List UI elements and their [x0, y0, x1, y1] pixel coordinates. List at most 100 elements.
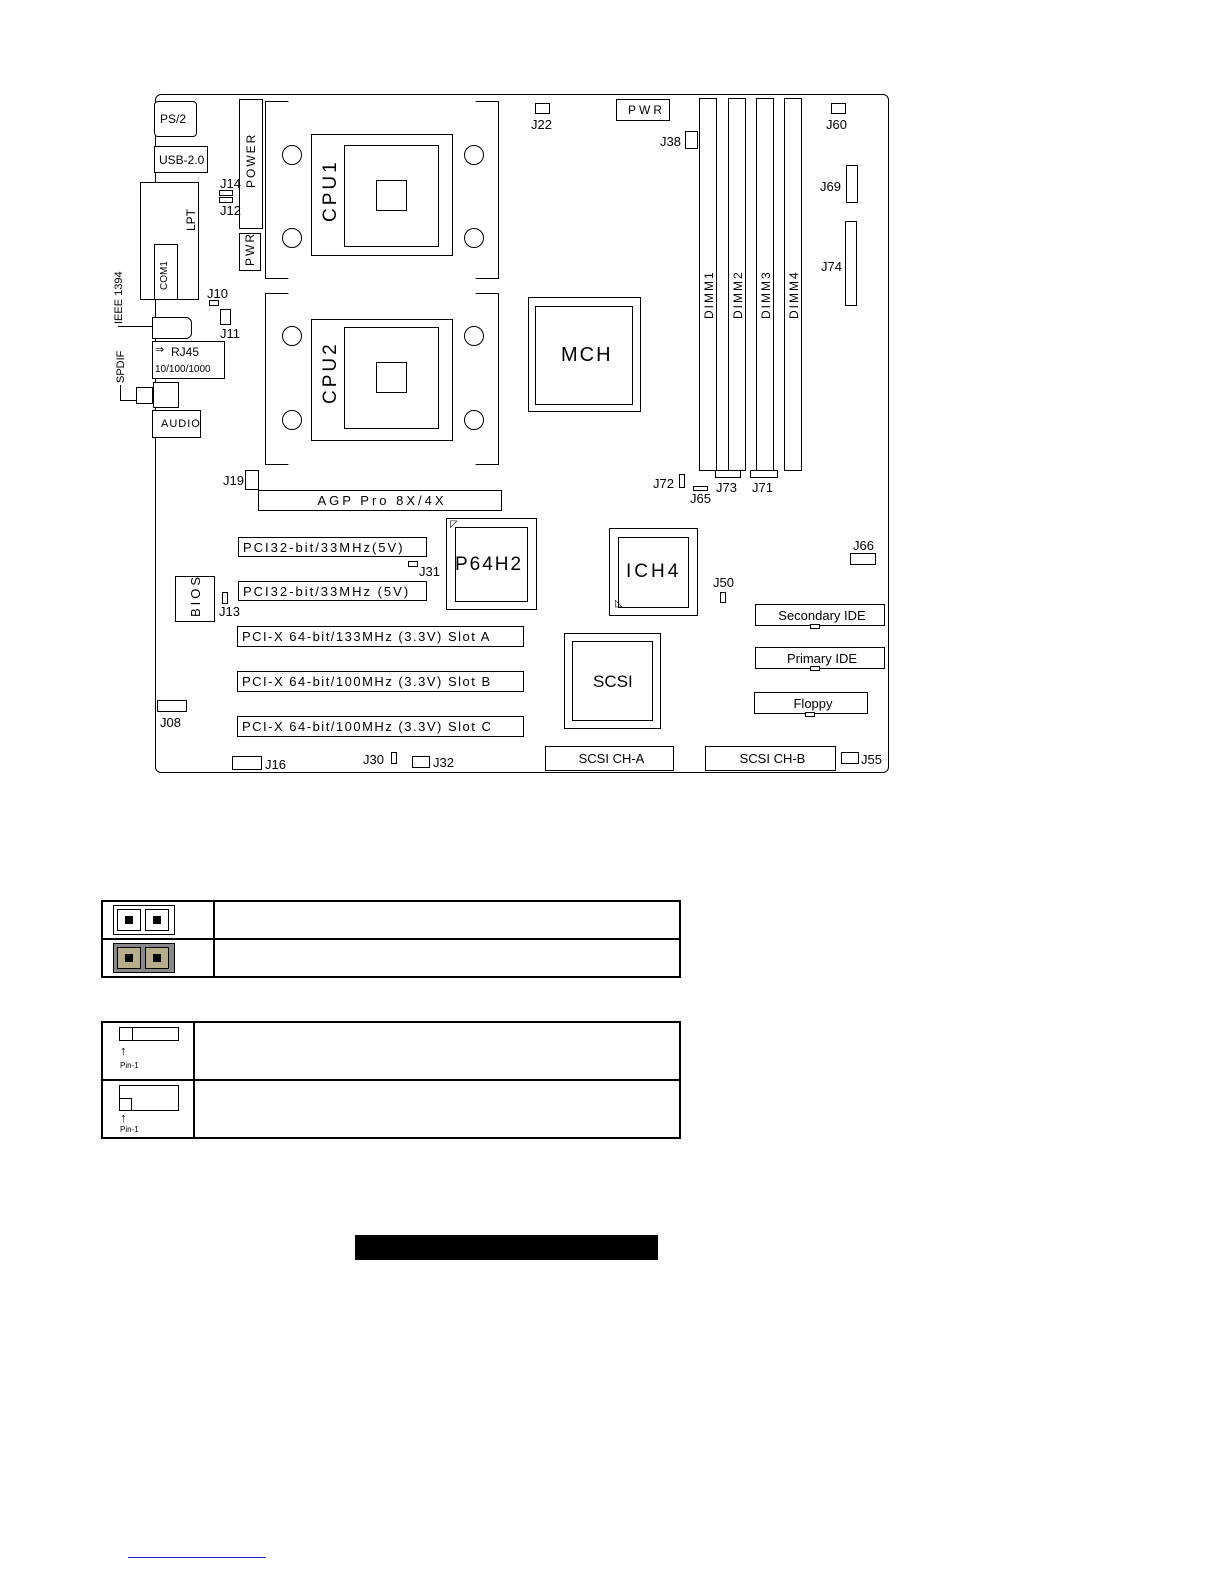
scsi-chb-label: SCSI CH-B [739, 751, 806, 766]
scsi-cha-label: SCSI CH-A [578, 751, 645, 766]
pcix-slot-b: PCI-X 64-bit/100MHz (3.3V) Slot B [237, 671, 524, 692]
pin1-icon-cell-b: ↑ Pin-1 [101, 1079, 195, 1139]
spdif-label: SPDIF [115, 350, 127, 383]
bios-chip: BIOS [175, 574, 215, 622]
j55-label: J55 [861, 752, 882, 767]
pin1-icon-cell-a: ↑ Pin-1 [101, 1021, 195, 1081]
jumper-closed-desc [213, 938, 681, 978]
dimm4-label: DIMM4 [787, 270, 801, 319]
lpt-label: LPT [184, 208, 198, 231]
dimm1-slot: DIMM1 [699, 98, 717, 471]
dimm3-label: DIMM3 [759, 270, 773, 319]
mch-chip-outer [528, 297, 641, 412]
j10-label: J10 [207, 286, 228, 301]
audio-connector: AUDIO [152, 410, 201, 438]
com1-label: COM1 [159, 261, 170, 290]
agp-label: AGP Pro 8X/4X [317, 493, 447, 508]
pci32-slot-1-label: PCI32-bit/33MHz(5V) [243, 539, 405, 555]
j72-label: J72 [653, 476, 674, 491]
jumper-open-desc [213, 900, 681, 940]
j65-jumper [693, 486, 708, 491]
agp-slot: AGP Pro 8X/4X [258, 490, 502, 511]
lpt-connector: LPT [140, 182, 199, 300]
usb-connector: USB-2.0 [154, 146, 208, 173]
pin1-connector-b-icon [119, 1085, 179, 1111]
p64h2-chip-outer [446, 518, 537, 610]
j73-label: J73 [716, 480, 737, 495]
j38-jumper [685, 131, 698, 149]
pcix-slot-c-label: PCI-X 64-bit/100MHz (3.3V) Slot C [242, 719, 493, 734]
spdif-connector [136, 387, 153, 404]
jumper-closed-icon [113, 943, 175, 973]
pwr-left-connector: PWR [239, 232, 261, 271]
cpu2-mount-hole [282, 326, 302, 346]
ieee1394-arrow-line [118, 326, 153, 327]
mch-chip [535, 306, 633, 405]
p64h2-pin1-icon: ◸ [450, 519, 458, 530]
usb-label: USB-2.0 [159, 153, 205, 167]
pin1-arrow-icon: ↑ [120, 1110, 127, 1125]
scsi-cha-connector: SCSI CH-A [545, 746, 674, 771]
j10-jumper [209, 300, 219, 306]
j32-label: J32 [433, 755, 454, 770]
j60-label: J60 [826, 117, 847, 132]
pin1-row-a: ↑ Pin-1 [101, 1021, 681, 1081]
j31-label: J31 [419, 564, 440, 579]
dimm1-label: DIMM1 [702, 270, 716, 319]
pwr-left-label: PWR [243, 232, 257, 266]
pin1-arrow-icon: ↑ [120, 1043, 127, 1058]
j60-jumper [831, 103, 846, 114]
ich4-chip [618, 537, 689, 608]
j19-label: J19 [223, 473, 244, 488]
j11-label: J11 [220, 326, 240, 341]
rj45-connector: RJ45 10/100/1000 [152, 341, 225, 379]
j66-label: J66 [853, 538, 874, 553]
cpu2-mount-hole [464, 410, 484, 430]
j12-label: J12 [220, 203, 241, 218]
jumper-open-icon-cell [101, 900, 215, 940]
jumper-closed-icon-cell [101, 938, 215, 978]
primary-ide-label: Primary IDE [786, 650, 858, 666]
j22-jumper [535, 103, 550, 114]
pin1-label-b: Pin-1 [120, 1125, 139, 1134]
j08-connector [157, 700, 187, 712]
j31-jumper [408, 561, 418, 567]
pci32-slot-2-label: PCI32-bit/33MHz (5V) [243, 583, 411, 599]
pcix-slot-b-label: PCI-X 64-bit/100MHz (3.3V) Slot B [242, 674, 492, 689]
ich4-label: ICH4 [626, 561, 682, 582]
p64h2-label: P64H2 [455, 554, 524, 575]
floppy-label: Floppy [793, 695, 833, 711]
audio-label: AUDIO [161, 418, 201, 430]
scsi-chip [572, 641, 653, 721]
ieee1394-connector [152, 317, 192, 339]
j66-connector [850, 553, 876, 565]
footer-link-underline [128, 1557, 266, 1558]
j38-label: J38 [660, 134, 681, 149]
cpu1-die-outer [311, 134, 453, 256]
ieee1394-label: IEEE 1394 [113, 271, 125, 324]
cpu1-mount-hole [464, 145, 484, 165]
j50-jumper [720, 592, 726, 603]
j69-label: J69 [820, 179, 841, 194]
j30-jumper [391, 752, 397, 764]
scsi-chb-connector: SCSI CH-B [705, 746, 836, 771]
jumper-open-row [101, 900, 681, 940]
scsi-label: SCSI [593, 672, 633, 691]
pcix-slot-c: PCI-X 64-bit/100MHz (3.3V) Slot C [237, 716, 524, 737]
j55-connector [841, 752, 859, 764]
rj45-label: RJ45 [171, 345, 200, 359]
pwr-top-label: PWR [628, 103, 665, 117]
j72-jumper [679, 474, 685, 488]
cpu2-core [376, 362, 407, 393]
scsi-chip-outer [564, 633, 661, 729]
j14-jumper [219, 190, 233, 196]
mch-label: MCH [561, 344, 613, 366]
floppy-key [805, 712, 815, 717]
cpu1-label: CPU1 [320, 159, 341, 222]
j74-label: J74 [821, 259, 842, 274]
pwr-top-connector: PWR [616, 99, 670, 121]
secondary-ide-key [810, 624, 820, 629]
pcix-slot-a: PCI-X 64-bit/133MHz (3.3V) Slot A [237, 626, 524, 647]
cpu2-die-outer [311, 319, 453, 441]
ich4-pin1-icon: ◺ [615, 598, 623, 609]
